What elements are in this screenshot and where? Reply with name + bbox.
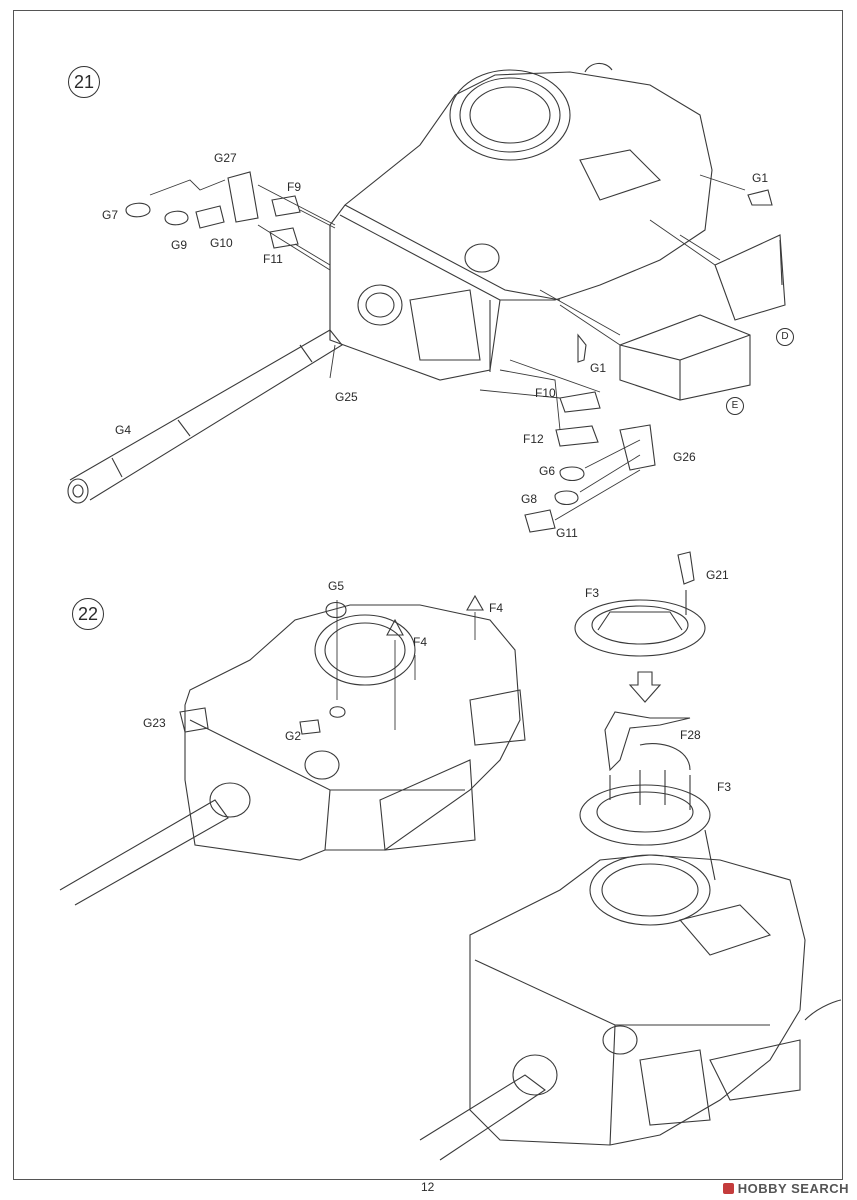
part-label-g6: G6 (539, 464, 556, 478)
part-label-f4-top: F4 (489, 601, 504, 615)
part-label-f4-mid: F4 (413, 635, 428, 649)
part-label-g9: G9 (171, 238, 188, 252)
watermark: HOBBY SEARCH (722, 1181, 849, 1196)
part-label-g7: G7 (102, 208, 119, 222)
step21-leader-lines (149, 174, 746, 521)
part-label-g10: G10 (210, 236, 233, 250)
part-label-g1-top: G1 (752, 171, 769, 185)
part-label-g1-lower: G1 (590, 361, 607, 375)
step22-turret-drawing (179, 604, 526, 861)
step22-small-parts (325, 594, 484, 718)
part-label-g2: G2 (285, 729, 302, 743)
step22-finished-turret (419, 854, 842, 1161)
step21-small-parts (125, 171, 656, 533)
step22-leader-lines (336, 600, 476, 730)
step22-hatch-ring-sequence (574, 551, 716, 881)
part-label-f12: F12 (523, 432, 544, 446)
step21-side-plates (619, 189, 786, 401)
part-label-f11: F11 (263, 252, 283, 266)
callout-d: D (776, 328, 794, 346)
part-label-g26: G26 (673, 450, 696, 464)
step21-turret-drawing (329, 62, 713, 381)
part-label-g5: G5 (328, 579, 345, 593)
callout-e: E (726, 397, 744, 415)
step22-gun-barrel (59, 799, 229, 906)
watermark-logo-icon (722, 1183, 734, 1194)
step-number-22: 22 (72, 598, 104, 630)
page-number: 12 (421, 1180, 435, 1194)
part-label-f9: F9 (287, 180, 302, 194)
part-label-g8: G8 (521, 492, 538, 506)
step21-gun-barrel (67, 329, 343, 504)
part-label-f3-top: F3 (585, 586, 600, 600)
part-label-f28: F28 (680, 728, 701, 742)
part-label-g21: G21 (706, 568, 729, 582)
part-label-g11: G11 (556, 526, 578, 540)
part-label-f10: F10 (535, 386, 556, 400)
watermark-text: HOBBY SEARCH (737, 1181, 849, 1196)
part-label-f3-lower: F3 (717, 780, 732, 794)
step-number-21: 21 (68, 66, 100, 98)
part-label-g4: G4 (115, 423, 132, 437)
page-border (13, 10, 843, 1180)
part-label-g27: G27 (214, 151, 237, 165)
part-label-g25: G25 (335, 390, 358, 404)
part-label-g23: G23 (143, 716, 166, 730)
